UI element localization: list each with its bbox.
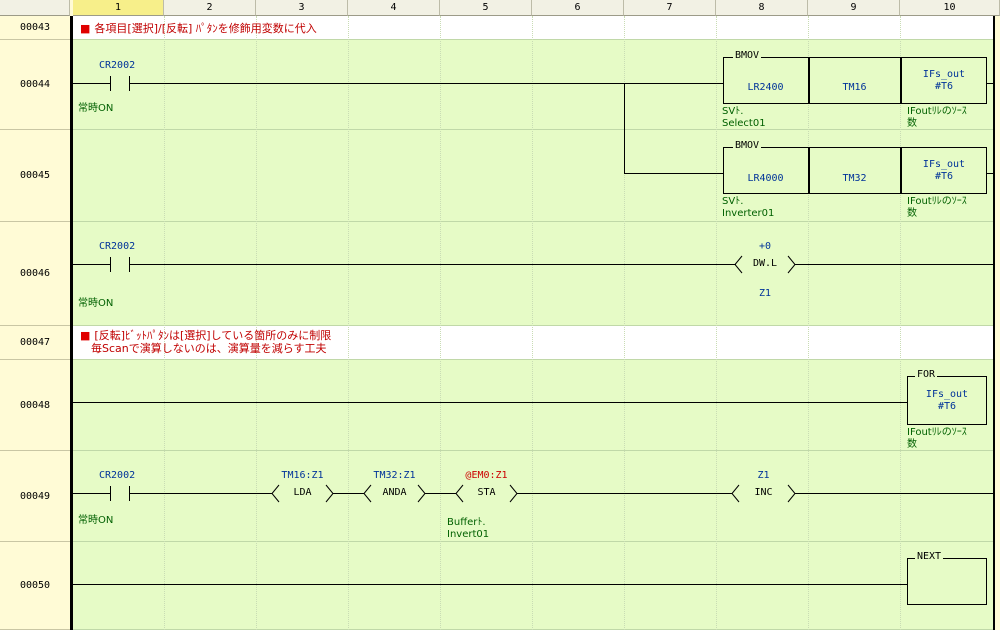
instruction-name: BMOV — [733, 140, 762, 151]
grid-line — [808, 16, 809, 630]
row-bg-00047 — [73, 326, 993, 360]
operand-dst[interactable]: TM16 — [842, 82, 867, 93]
operand-src[interactable]: LR2400 — [747, 82, 784, 93]
column-header-3[interactable]: 3 — [256, 0, 348, 16]
instruction-name: NEXT — [915, 551, 944, 562]
sta-instruction[interactable]: STA — [477, 487, 496, 498]
row-bg-00046 — [73, 222, 993, 326]
operand-count-value[interactable]: #T6 — [934, 81, 954, 92]
comment-00047[interactable]: ■[反転]ﾋﾞｯﾄﾊﾟﾀﾝは[選択]している箇所のみに制限 毎Scanで演算しな… — [80, 329, 332, 355]
bmov-instruction-box[interactable] — [723, 57, 987, 104]
row-bg-00048 — [73, 360, 993, 451]
grid-line — [624, 16, 625, 630]
instruction-name: BMOV — [733, 50, 762, 61]
lda-device[interactable]: TM16:Z1 — [281, 470, 324, 481]
column-header-5[interactable]: 5 — [440, 0, 532, 16]
comment-marker-icon: ■ — [80, 329, 91, 342]
instruction-name: FOR — [915, 369, 938, 380]
contact-comment: 常時ON — [78, 298, 114, 309]
comment-marker-icon: ■ — [80, 22, 91, 35]
row-bg-00044 — [73, 40, 993, 130]
contact-device-label[interactable]: CR2002 — [99, 470, 136, 481]
operand-comment: IFoutﾘﾚのｿｰｽ数 — [907, 106, 967, 129]
grid-line — [164, 16, 165, 630]
contact-comment: 常時ON — [78, 103, 114, 114]
operand-comment: Bufferﾄ.Invert01 — [447, 517, 490, 540]
lda-instruction[interactable]: LDA — [293, 487, 312, 498]
grid-line — [256, 16, 257, 630]
contact-comment: 常時ON — [78, 515, 114, 526]
operand-count-value[interactable]: #T6 — [937, 401, 957, 412]
operand-dst[interactable]: TM32 — [842, 173, 867, 184]
grid-line — [716, 16, 717, 630]
row-number[interactable]: 00044 — [0, 40, 70, 130]
row-number[interactable]: 00043 — [0, 16, 70, 40]
operand-comment: IFoutﾘﾚのｿｰｽ数 — [907, 427, 967, 450]
row-number[interactable]: 00046 — [0, 222, 70, 326]
contact-device-label[interactable]: CR2002 — [99, 241, 136, 252]
operand-src[interactable]: LR4000 — [747, 173, 784, 184]
right-power-rail — [993, 16, 995, 630]
column-header-9[interactable]: 9 — [808, 0, 900, 16]
anda-device[interactable]: TM32:Z1 — [373, 470, 416, 481]
contact-device-label[interactable]: CR2002 — [99, 60, 136, 71]
operand-comment: SVﾄ.Select01 — [722, 106, 766, 129]
grid-line — [900, 16, 901, 630]
row-bg-00045 — [73, 130, 993, 222]
header-corner — [0, 0, 70, 16]
grid-line — [348, 16, 349, 630]
left-power-rail — [70, 16, 73, 630]
operand-value[interactable]: +0 — [758, 241, 772, 252]
row-number[interactable]: 00047 — [0, 326, 70, 360]
operand-comment: IFoutﾘﾚのｿｰｽ数 — [907, 196, 967, 219]
row-bg-00049 — [73, 451, 993, 542]
row-number[interactable]: 00045 — [0, 130, 70, 222]
grid-line — [532, 16, 533, 630]
operand-count-value[interactable]: #T6 — [934, 171, 954, 182]
column-header-7[interactable]: 7 — [624, 0, 716, 16]
grid-line — [440, 16, 441, 630]
inc-device[interactable]: Z1 — [757, 470, 770, 481]
for-instruction-box[interactable] — [907, 376, 987, 425]
box-divider — [900, 147, 902, 194]
column-header-6[interactable]: 6 — [532, 0, 624, 16]
operand-count[interactable]: IFs_out — [925, 389, 969, 400]
sta-device[interactable]: @EM0:Z1 — [465, 470, 508, 481]
operand-target[interactable]: Z1 — [758, 288, 772, 299]
anda-instruction[interactable]: ANDA — [382, 487, 407, 498]
operand-comment: SVﾄ.Inverter01 — [722, 196, 775, 219]
instruction-name[interactable]: DW.L — [752, 258, 778, 269]
next-instruction-box[interactable] — [907, 558, 987, 605]
column-header-8[interactable]: 8 — [716, 0, 808, 16]
row-bg-00043 — [73, 16, 993, 40]
column-header-2[interactable]: 2 — [164, 0, 256, 16]
box-divider — [808, 57, 810, 104]
column-header-4[interactable]: 4 — [348, 0, 440, 16]
inc-instruction[interactable]: INC — [754, 487, 773, 498]
row-number[interactable]: 00048 — [0, 360, 70, 451]
comment-00043[interactable]: ■各項目[選択]/[反転] ﾊﾟﾀﾝを修飾用変数に代入 — [80, 22, 317, 35]
bmov-instruction-box[interactable] — [723, 147, 987, 194]
operand-count[interactable]: IFs_out — [922, 69, 966, 80]
box-divider — [808, 147, 810, 194]
column-header-1[interactable]: 1 — [73, 0, 164, 16]
operand-count[interactable]: IFs_out — [922, 159, 966, 170]
box-divider — [900, 57, 902, 104]
row-number[interactable]: 00049 — [0, 451, 70, 542]
